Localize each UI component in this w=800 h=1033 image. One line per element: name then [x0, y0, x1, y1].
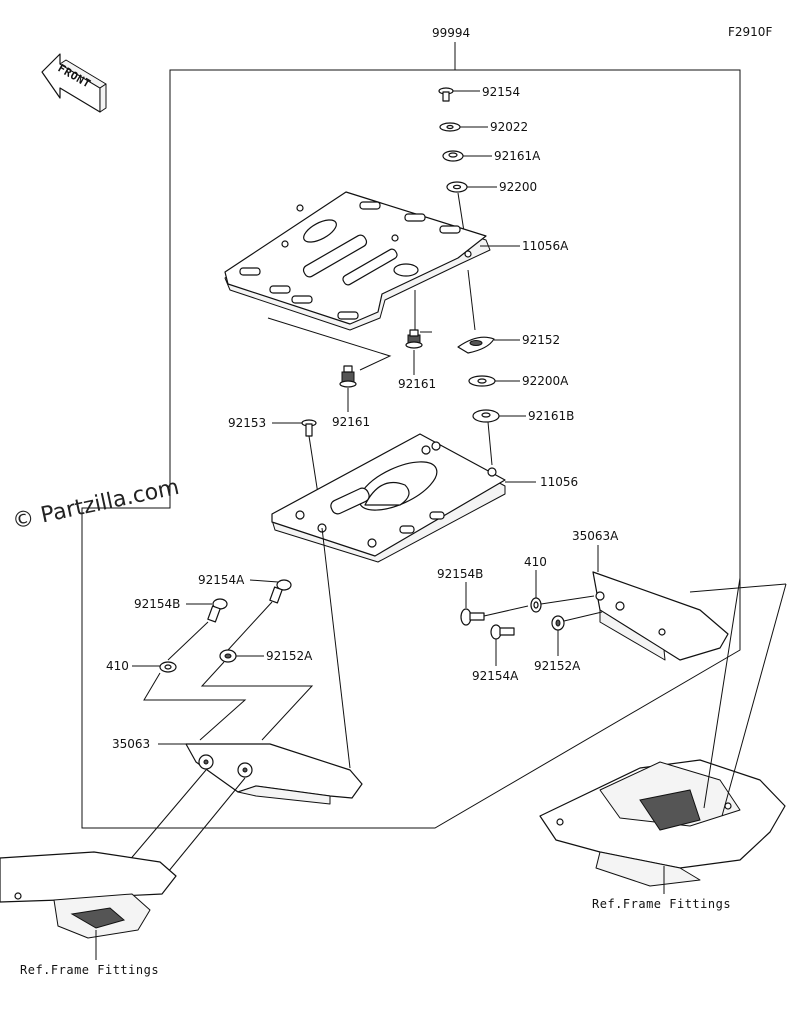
bushing-icon: [551, 615, 565, 631]
part-label-92154B-left: 92154B: [134, 597, 180, 611]
part-label-92154B-right: 92154B: [437, 567, 483, 581]
damper-icon: [442, 150, 464, 162]
part-label-92161A: 92161A: [494, 149, 541, 163]
bolt-icon: [269, 579, 292, 604]
assembly-outline: [81, 42, 741, 829]
part-label-11056A: 11056A: [522, 239, 569, 253]
part-label-92152A-right: 92152A: [534, 659, 581, 673]
bolt-icon: [301, 419, 317, 437]
part-label-11056: 11056: [540, 475, 578, 489]
watermark-text: © Partzilla.com: [10, 475, 181, 535]
part-label-35063: 35063: [112, 737, 150, 751]
part-label-92200: 92200: [499, 180, 537, 194]
assembly-number-label: 99994: [432, 26, 470, 40]
part-label-92153: 92153: [228, 416, 266, 430]
grommet-icon: [457, 336, 495, 354]
ref-frame-label-left: Ref.Frame Fittings: [20, 963, 159, 977]
frame-fitting-right: [539, 759, 786, 887]
bolt-icon: [207, 598, 228, 623]
hardware-stack-top: 92154 92022 92161A 92200: [438, 85, 541, 239]
bolt-icon: [460, 608, 485, 626]
bushing-icon: [219, 649, 237, 663]
part-label-92154: 92154: [482, 85, 520, 99]
part-label-92200A: 92200A: [522, 374, 569, 388]
washer-icon: [159, 661, 177, 673]
part-label-35063A: 35063A: [572, 529, 619, 543]
bracket-35063A: [592, 571, 729, 661]
part-label-92152: 92152: [522, 333, 560, 347]
washer-icon: [530, 597, 542, 613]
part-label-92022: 92022: [490, 120, 528, 134]
part-label-92161B: 92161B: [528, 409, 574, 423]
part-label-92161-upper: 92161: [398, 377, 436, 391]
part-label-92154A-left: 92154A: [198, 573, 245, 587]
lower-plate-11056: [271, 433, 506, 563]
part-label-92161-lower: 92161: [332, 415, 370, 429]
frame-fitting-left: [0, 851, 177, 939]
bracket-35063: [185, 743, 363, 805]
part-label-92152A-left: 92152A: [266, 649, 313, 663]
figure-code: F2910F: [728, 25, 772, 39]
washer-icon: [446, 181, 468, 193]
part-label-410-right: 410: [524, 555, 547, 569]
washer-icon: [472, 409, 500, 423]
part-label-92154A-right: 92154A: [472, 669, 519, 683]
washer-icon: [468, 375, 496, 387]
part-label-410-left: 410: [106, 659, 129, 673]
washer-icon: [439, 122, 461, 132]
upper-plate-11056A: [224, 191, 491, 331]
damper-pin-icon: [339, 365, 357, 388]
damper-pin-icon: [405, 329, 423, 349]
screw-icon: [438, 87, 454, 102]
ref-frame-label-right: Ref.Frame Fittings: [592, 897, 731, 911]
front-direction-icon: FRONT: [41, 53, 107, 113]
bolt-icon: [490, 624, 515, 640]
